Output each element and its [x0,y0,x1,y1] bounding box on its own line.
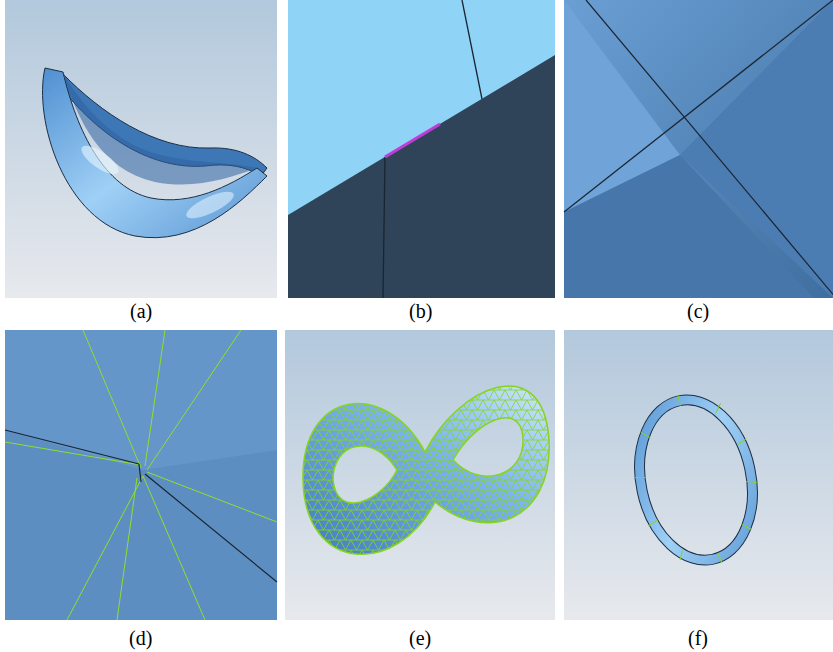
panel-background [285,330,555,620]
panel-label: (b) [409,299,432,323]
gap-highlight [385,124,440,157]
panel-f [564,330,833,620]
edge-line [145,474,277,582]
edge-line [139,464,141,482]
edge-line [462,0,482,99]
drawing-stroke [678,396,680,406]
surface-mesh [303,386,549,554]
drawing-stroke [648,520,659,526]
panel-b [288,0,555,298]
mesh-line [67,476,143,620]
edge-line [586,0,833,298]
panel-label: (d) [129,626,152,650]
mesh-line [147,472,277,522]
edge-line [383,157,385,298]
drawing-stroke [746,479,756,484]
panel-background [5,330,277,620]
face [5,330,277,470]
drawing-stroke [718,553,722,563]
panel-background [564,0,833,298]
mesh-line [5,442,141,465]
ring-band [619,383,772,576]
light-face [288,0,555,298]
figure-eight-band [303,386,549,554]
drawing-stroke [714,403,723,413]
highlight [77,141,122,179]
drawing-stroke [635,476,645,480]
panel-c [564,0,833,298]
drawing-stroke [742,523,751,532]
panel-label: (a) [130,299,152,323]
edge-line [5,430,139,464]
panel-background [564,330,833,620]
mesh-line [147,330,241,470]
drawing-stroke [619,383,772,576]
panel-label: (e) [409,626,431,650]
panel-d [5,330,277,620]
panel-label: (f) [688,626,708,650]
band-inner-surface [63,72,257,185]
edge-line [564,0,833,212]
mesh-line [83,330,141,468]
drawing-stroke [678,550,684,560]
drawing-stroke [737,439,748,445]
panel-label: (c) [687,299,709,323]
highlight [183,187,237,223]
panel-background [5,0,277,298]
panel-a [5,0,277,298]
drawing-stroke [641,431,650,440]
twisted-band [43,68,267,238]
mesh-line [117,478,137,620]
ring-mesh [620,384,771,577]
mesh-line [145,330,165,466]
dark-face [288,55,555,298]
panel-e [285,330,555,620]
